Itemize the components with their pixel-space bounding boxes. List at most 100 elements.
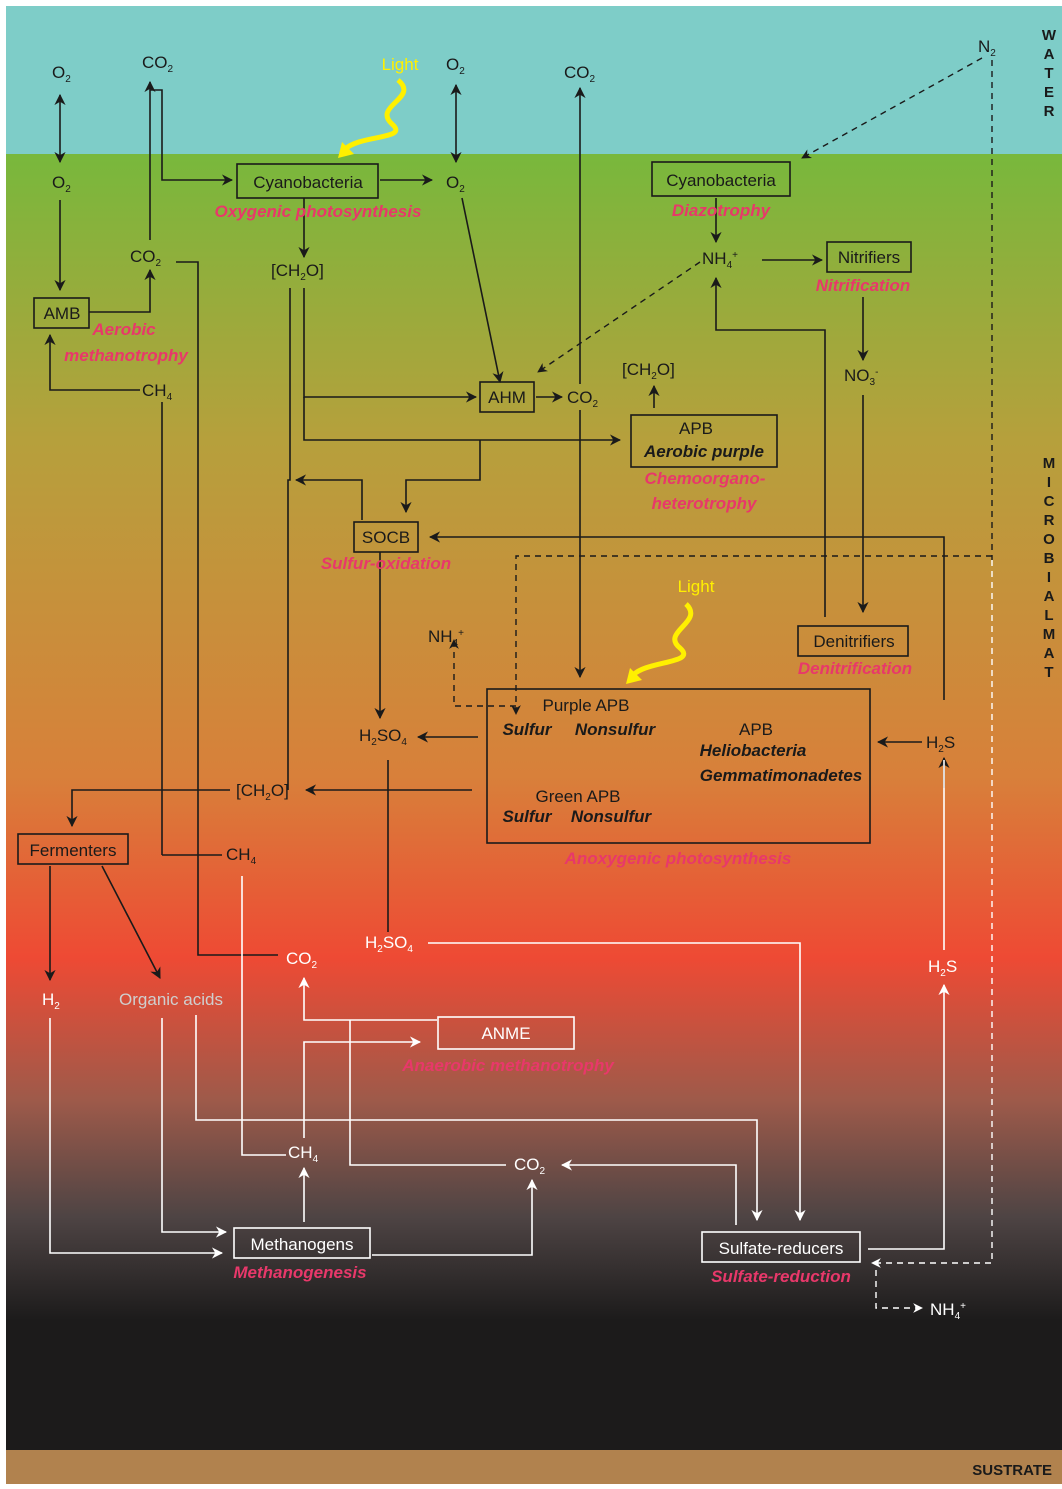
svg-text:NH4+: NH4+ [428, 627, 464, 649]
methanogens-label: Methanogens [250, 1235, 353, 1254]
substrate-zone [6, 1450, 1062, 1484]
o2-water-mid: O2 [446, 55, 465, 77]
svg-text:CH4: CH4 [288, 1143, 319, 1165]
o2-mat-left: O2 [52, 173, 71, 195]
svg-text:[CH2O]: [CH2O] [622, 360, 675, 382]
sulfur-oxidation-label: Sulfur-oxidation [321, 554, 451, 573]
svg-text:O2: O2 [52, 173, 71, 195]
h2so4-deep: H2SO4 [365, 933, 413, 955]
light-arrow-top [338, 142, 354, 158]
svg-text:[CH2O]: [CH2O] [236, 781, 289, 803]
anaerobic-flows [49, 760, 950, 1259]
svg-text:CO2: CO2 [286, 949, 318, 971]
svg-text:NH4+: NH4+ [702, 249, 738, 271]
aerobic-label: Aerobic [91, 320, 156, 339]
h2s-deep: H2S [928, 957, 957, 979]
green-nonsulfur-label: Nonsulfur [571, 807, 653, 826]
chemoorgano-label: Chemoorgano- [645, 469, 766, 488]
amb-box [33, 297, 90, 329]
light-label-mid: Light [678, 577, 715, 596]
denitrifiers-box [797, 625, 909, 657]
no3: NO3- [844, 366, 878, 388]
socb-label: SOCB [362, 528, 410, 547]
svg-text:H2S: H2S [926, 733, 955, 755]
purple-sulfur-label: Sulfur [502, 720, 552, 739]
cyanobacteria-oxygenic-box [236, 163, 379, 199]
h2s-mid: H2S [926, 733, 955, 755]
svg-text:CO2: CO2 [567, 388, 599, 410]
svg-text:CH4: CH4 [226, 845, 257, 867]
co2-deep-mid: CO2 [514, 1155, 546, 1177]
ahm-box [479, 381, 535, 413]
svg-text:CO2: CO2 [130, 247, 162, 269]
apb-label: APB [679, 419, 713, 438]
microbial-mat-zone [6, 154, 1062, 1450]
o2-water-left: O2 [52, 63, 71, 85]
light-arrow-mid [626, 668, 642, 684]
nitrification-label: Nitrification [816, 276, 910, 295]
nh4-deep: NH4+ [930, 1300, 966, 1322]
methanogens-box [233, 1227, 371, 1259]
n2-water: N2 [978, 37, 996, 59]
nh4-mid: NH4+ [428, 627, 464, 649]
cyanobacteria-oxy-label: Cyanobacteria [253, 173, 363, 192]
ch2o-top: [CH2O] [271, 261, 324, 283]
methanogenesis-label: Methanogenesis [233, 1263, 366, 1282]
purple-nonsulfur-label: Nonsulfur [575, 720, 657, 739]
light-squiggle-mid [630, 602, 694, 678]
svg-text:H2S: H2S [928, 957, 957, 979]
svg-text:CO2: CO2 [514, 1155, 546, 1177]
ch4-deep: CH4 [288, 1143, 319, 1165]
svg-text:N2: N2 [978, 37, 996, 59]
compound-labels: O2 O2 O2 O2 CO2 CO2 CO2 CO2 CO2 CO2 N2 [… [42, 37, 996, 1322]
denitrifiers-label: Denitrifiers [813, 632, 894, 651]
co2-ahm: CO2 [567, 388, 599, 410]
green-sulfur-label: Sulfur [502, 807, 552, 826]
co2-deep-left: CO2 [286, 949, 318, 971]
process-labels: Oxygenic photosynthesis Diazotrophy Aero… [64, 201, 912, 1286]
svg-text:O2: O2 [446, 173, 465, 195]
anoxygenic-photosynthesis-label: Anoxygenic photosynthesis [564, 849, 792, 868]
svg-text:CH4: CH4 [142, 381, 173, 403]
apb-aerobic-box [630, 414, 778, 468]
h2so4-mid: H2SO4 [359, 726, 407, 748]
o2-mat-mid: O2 [446, 173, 465, 195]
ahm-label: AHM [488, 388, 526, 407]
co2-amb: CO2 [130, 247, 162, 269]
svg-text:[CH2O]: [CH2O] [271, 261, 324, 283]
apb-other-label: APB [739, 720, 773, 739]
nitrifiers-box [826, 241, 912, 273]
denitrification-label: Denitrification [798, 659, 912, 678]
svg-text:O2: O2 [446, 55, 465, 77]
fermenters-label: Fermenters [30, 841, 117, 860]
anme-box [437, 1016, 575, 1050]
svg-text:NO3-: NO3- [844, 366, 878, 388]
cyanobacteria-diazo-label: Cyanobacteria [666, 171, 776, 190]
ch4-mid: CH4 [226, 845, 257, 867]
h2-deep: H2 [42, 990, 60, 1012]
heliobacteria-label: Heliobacteria [700, 741, 807, 760]
nitrifiers-label: Nitrifiers [838, 248, 900, 267]
svg-text:CO2: CO2 [564, 63, 596, 85]
fermenters-box [17, 833, 129, 865]
socb-box [353, 521, 419, 553]
aerobic-flows [44, 80, 950, 982]
ch2o-mid: [CH2O] [236, 781, 289, 803]
sulfate-reducers-label: Sulfate-reducers [719, 1239, 844, 1258]
methanotrophy-label: methanotrophy [64, 346, 189, 365]
ch2o-apb: [CH2O] [622, 360, 675, 382]
heterotrophy-label: heterotrophy [652, 494, 758, 513]
nh4-top: NH4+ [702, 249, 738, 271]
organic-acids-label: Organic acids [119, 990, 223, 1009]
svg-text:H2SO4: H2SO4 [365, 933, 413, 955]
light-squiggle-top [342, 78, 407, 152]
sulfate-reduction-label: Sulfate-reduction [711, 1267, 851, 1286]
light-label-top: Light [382, 55, 419, 74]
green-apb-label: Green APB [535, 787, 620, 806]
